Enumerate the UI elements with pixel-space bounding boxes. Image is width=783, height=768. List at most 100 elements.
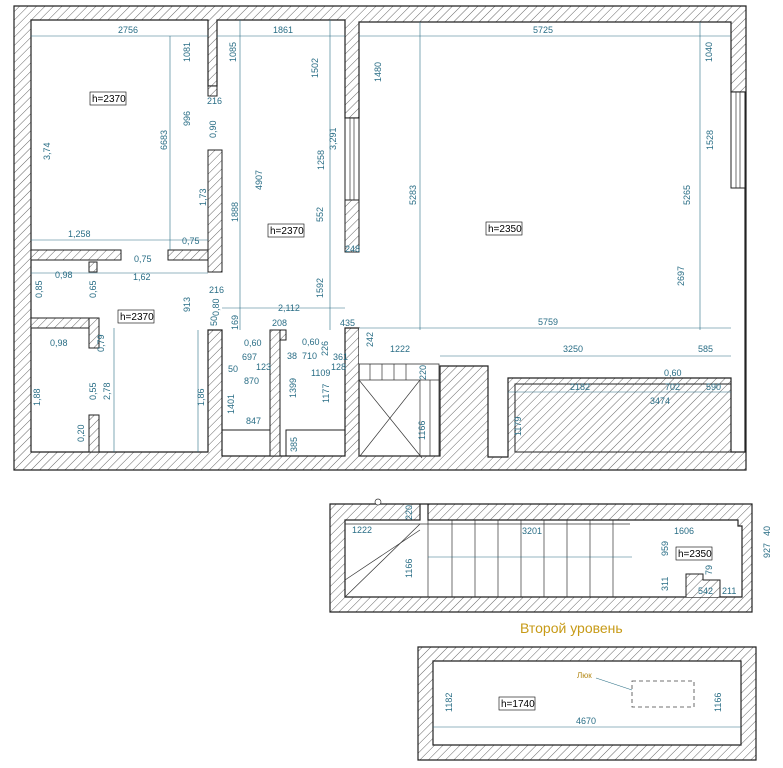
second-level-walls bbox=[329, 503, 753, 613]
dim-label: 248 bbox=[345, 244, 360, 254]
dim-label: 361 bbox=[333, 352, 348, 362]
dim-label: 590 bbox=[706, 382, 721, 392]
partition-mid-left bbox=[207, 149, 223, 273]
partition-hall-left bbox=[30, 249, 122, 261]
dim-label: 242 bbox=[365, 332, 375, 347]
dim-label: 0,65 bbox=[88, 280, 98, 298]
dim-label: 1606 bbox=[674, 526, 694, 536]
height-label-second-level: h=2350 bbox=[678, 549, 712, 560]
main-staircase bbox=[358, 363, 440, 459]
dim-label: 710 bbox=[302, 351, 317, 361]
dim-label: 0,98 bbox=[55, 270, 73, 280]
dim-label: 2,112 bbox=[278, 303, 300, 313]
storage-lower-right bbox=[514, 383, 732, 453]
second-level-plan: h=2350 1222 220 3201 1606 40 959 927 116… bbox=[329, 498, 772, 613]
dim-label: 435 bbox=[340, 318, 355, 328]
dim-label: 1081 bbox=[182, 42, 192, 62]
dim-label: 1,62 bbox=[133, 272, 151, 282]
height-label-bath: h=2370 bbox=[120, 312, 154, 323]
partition-bath-lower bbox=[88, 414, 100, 453]
dim-label: 585 bbox=[698, 344, 713, 354]
dim-label: 2,78 bbox=[102, 382, 112, 400]
dim-label: 1861 bbox=[273, 25, 293, 35]
dim-label: 1109 bbox=[311, 368, 330, 378]
dim-label: 913 bbox=[182, 297, 192, 312]
dim-label: 0,85 bbox=[34, 280, 44, 298]
dim-label: 0,20 bbox=[76, 424, 86, 442]
dim-label: 1888 bbox=[230, 202, 240, 222]
dim-label: 311 bbox=[660, 577, 670, 591]
dim-label: 123 bbox=[256, 362, 271, 372]
dim-label: 1592 bbox=[315, 278, 325, 298]
partition-closet-right bbox=[279, 329, 287, 341]
main-level-plan: h=2370 h=2370 h=2350 h=2370 2756 1081 10… bbox=[13, 5, 747, 471]
dim-label: 50 bbox=[228, 364, 238, 374]
dim-label: 5265 bbox=[682, 185, 692, 205]
dim-label: 0,60 bbox=[664, 368, 682, 378]
partition-upper-left bbox=[207, 85, 218, 97]
dim-label: 79 bbox=[704, 565, 714, 575]
attic-plan: Люк h=1740 1182 1166 4670 bbox=[417, 646, 757, 761]
dim-label: 1222 bbox=[390, 344, 410, 354]
second-level-inner-step bbox=[685, 573, 721, 597]
partition-bath-vertical bbox=[88, 317, 100, 349]
dim-label: 6683 bbox=[159, 130, 169, 150]
dim-label: 208 bbox=[272, 318, 287, 328]
height-label-living: h=2350 bbox=[488, 224, 522, 235]
dim-label: 169 bbox=[230, 315, 240, 330]
dim-label: 1258 bbox=[316, 150, 326, 170]
dim-label: 1179 bbox=[513, 417, 523, 436]
dim-label: 1182 bbox=[444, 693, 454, 712]
dim-label: 2756 bbox=[118, 25, 138, 35]
dim-label: 870 bbox=[244, 376, 259, 386]
dim-label: 1399 bbox=[288, 378, 298, 398]
dim-label: 702 bbox=[665, 382, 680, 392]
partition-closet-mid bbox=[269, 329, 281, 457]
dim-label: 1401 bbox=[226, 394, 236, 414]
dim-label: 697 bbox=[242, 352, 257, 362]
dim-label: 0,55 bbox=[88, 382, 98, 400]
dim-label: 216 bbox=[207, 96, 222, 106]
height-label-bedroom: h=2370 bbox=[92, 94, 126, 105]
dim-label: 4670 bbox=[576, 716, 596, 726]
dim-label: 5759 bbox=[538, 317, 558, 327]
dim-label: 1480 bbox=[373, 62, 383, 82]
dim-label: 0,79 bbox=[96, 334, 106, 352]
dim-label: 40 bbox=[762, 526, 772, 536]
dim-label: 1,73 bbox=[198, 188, 208, 206]
dim-label: 0,80 bbox=[211, 298, 221, 316]
dim-label: 1502 bbox=[310, 58, 320, 78]
dim-label: 1,86 bbox=[196, 388, 206, 406]
second-level-caption: Второй уровень bbox=[520, 620, 623, 636]
dim-label: 3474 bbox=[650, 396, 670, 406]
dim-label: 542 bbox=[698, 586, 713, 596]
height-label-attic: h=1740 bbox=[501, 699, 535, 710]
dim-label: 0,98 bbox=[50, 338, 68, 348]
height-label-hall: h=2370 bbox=[270, 226, 304, 237]
dimension-lines bbox=[31, 20, 731, 452]
dim-label: 0,60 bbox=[244, 338, 262, 348]
dim-label: 226 bbox=[320, 341, 330, 356]
dim-label: 385 bbox=[289, 437, 299, 452]
dim-label: 128 bbox=[331, 362, 346, 372]
dim-label: 3,74 bbox=[42, 142, 52, 160]
dim-label: 0,60 bbox=[302, 337, 320, 347]
dim-label: 1177 bbox=[321, 384, 331, 403]
dim-label: 1166 bbox=[713, 693, 723, 712]
closets-bottom bbox=[221, 429, 346, 457]
dim-label: 996 bbox=[182, 111, 192, 126]
dim-label: 5725 bbox=[533, 25, 553, 35]
window-center bbox=[344, 117, 360, 201]
dim-label: 927 bbox=[762, 543, 772, 558]
dim-label: 1222 bbox=[352, 525, 372, 535]
dim-label: 0,90 bbox=[208, 120, 218, 138]
dim-label: 2182 bbox=[570, 382, 590, 392]
dim-label: 5283 bbox=[408, 185, 418, 205]
dimension-labels: 2756 1081 1085 1861 5725 1040 1502 1480 … bbox=[32, 25, 721, 452]
dim-label: 2697 bbox=[676, 266, 686, 286]
partition-hall-right bbox=[167, 249, 209, 261]
dim-label: 1528 bbox=[705, 130, 715, 150]
dim-label: 3201 bbox=[522, 526, 542, 536]
dim-label: 1166 bbox=[417, 421, 427, 440]
